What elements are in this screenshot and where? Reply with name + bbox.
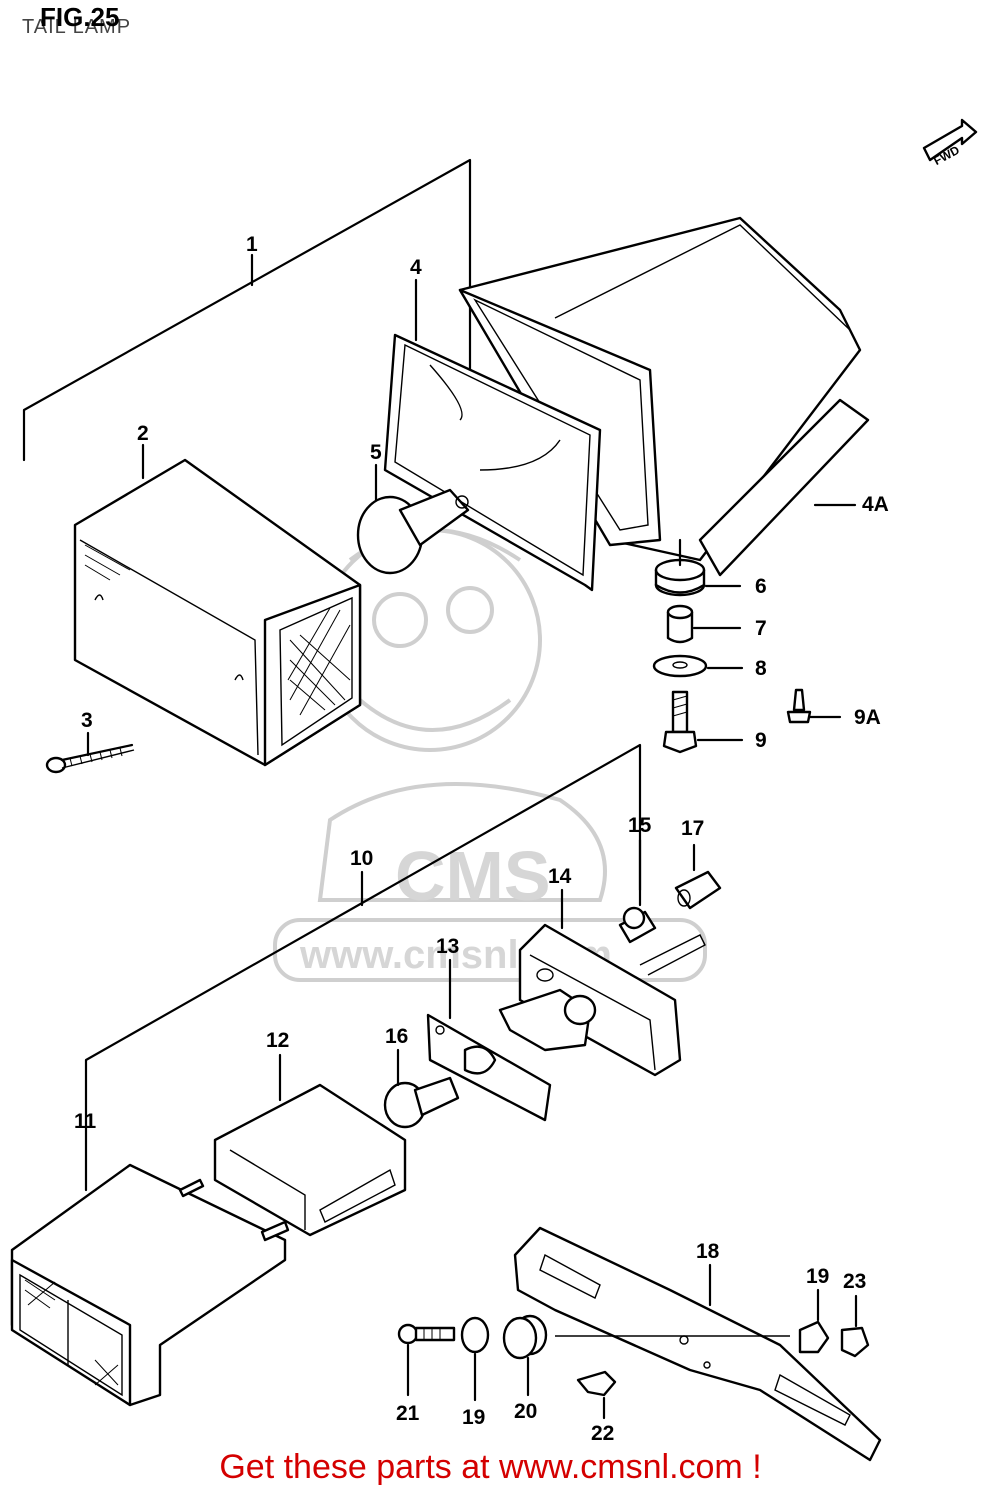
- callout-14: 14: [548, 865, 572, 888]
- callout-11: 11: [74, 1110, 97, 1133]
- fwd-arrow-icon: FWD: [922, 118, 978, 168]
- part-6-grommet: [654, 538, 742, 597]
- callout-17: 17: [681, 817, 704, 840]
- callout-13: 13: [436, 935, 459, 958]
- figure-title: FIG.25: [40, 2, 120, 32]
- callout-5: 5: [370, 441, 382, 464]
- watermark-logo-text: CMS: [395, 837, 551, 915]
- callout-4: 4: [410, 256, 422, 279]
- part-20-grommet: [502, 1314, 548, 1397]
- callout-16: 16: [385, 1025, 408, 1048]
- assembly-bracket-10: [84, 743, 642, 1192]
- callout-12: 12: [266, 1029, 289, 1052]
- part-23-nut: [840, 1294, 870, 1358]
- part-8-washer: [652, 654, 744, 678]
- callout-labels: 1 2 3 4 4A 5 6 7 8 9 9A 10 11 12 13 14 1…: [74, 233, 889, 1445]
- part-11-lamp-body: [10, 1163, 290, 1407]
- callout-7: 7: [755, 617, 767, 640]
- part-4-gasket: [383, 333, 602, 592]
- part-21-bolt: [397, 1323, 456, 1397]
- part-22-clip: [576, 1370, 617, 1420]
- part-3-screw: [45, 731, 135, 774]
- callout-4A: 4A: [862, 493, 889, 516]
- part-17-spacer: [674, 843, 722, 910]
- part-13-socket-plate: [426, 958, 597, 1122]
- part-7-collar: [666, 604, 742, 644]
- part-2-lens: [73, 458, 362, 767]
- part-16-bulb: [383, 1048, 460, 1129]
- part-15-grommet: [618, 838, 657, 944]
- callout-18: 18: [696, 1240, 720, 1263]
- callout-9A: 9A: [854, 706, 881, 729]
- part-12-lens: [213, 1053, 407, 1237]
- callout-8: 8: [755, 657, 767, 680]
- callout-19-left: 19: [462, 1406, 485, 1429]
- footer-link-text[interactable]: Get these parts at www.cmsnl.com !: [219, 1448, 762, 1486]
- part-19-washer-left: [460, 1316, 490, 1402]
- part-19-nut-right: [798, 1288, 830, 1354]
- callout-20: 20: [514, 1400, 537, 1423]
- callout-21: 21: [396, 1402, 420, 1425]
- part-9-bolt: [662, 690, 744, 754]
- part-14-lamp-base: [518, 888, 706, 1077]
- part-18-bracket: [513, 1226, 882, 1462]
- part-9A-screw: [786, 688, 842, 724]
- callout-3: 3: [81, 709, 93, 732]
- callout-23: 23: [843, 1270, 866, 1293]
- callout-6: 6: [755, 575, 767, 598]
- callout-10: 10: [350, 847, 373, 870]
- callout-1: 1: [246, 233, 258, 256]
- callout-2: 2: [137, 422, 149, 445]
- part-5-bulb: [356, 488, 470, 575]
- callout-19-right: 19: [806, 1265, 829, 1288]
- callout-15: 15: [628, 814, 652, 837]
- callout-22: 22: [591, 1422, 614, 1445]
- assembly-bracket-1: [22, 158, 472, 472]
- figure-subtitle: TAIL LAMP: [22, 16, 132, 38]
- callout-9: 9: [755, 729, 767, 752]
